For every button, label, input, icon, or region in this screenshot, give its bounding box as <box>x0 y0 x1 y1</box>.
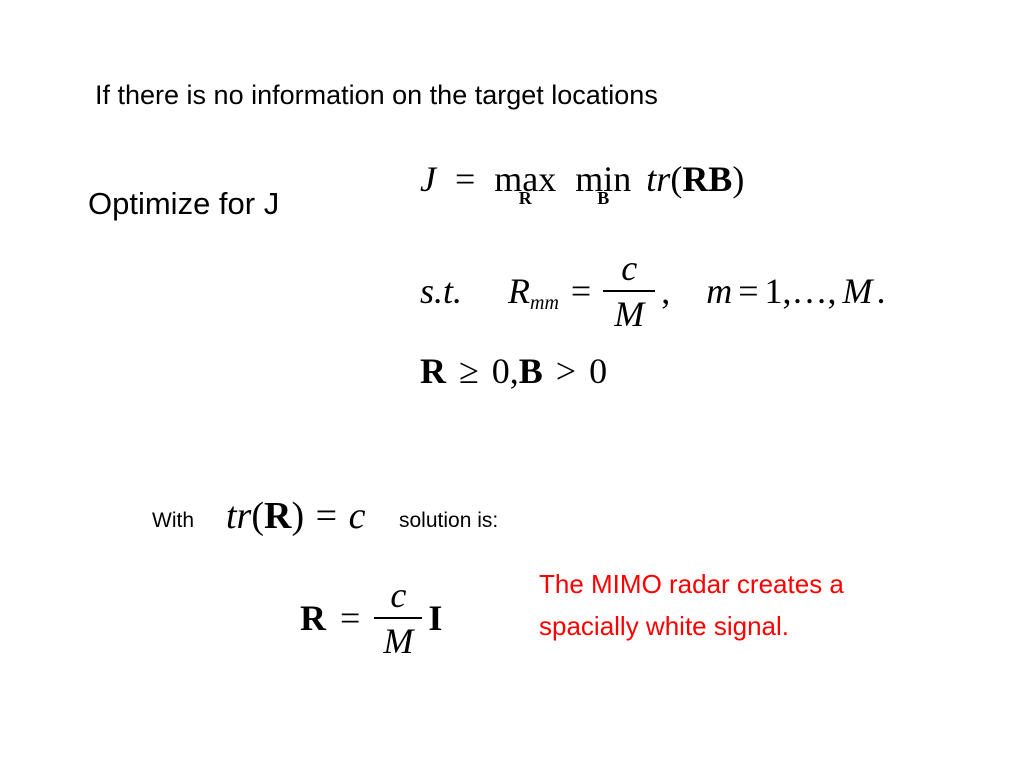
sol-R: R <box>300 598 326 638</box>
eq2-comma: , <box>661 271 671 311</box>
eq3-R: R <box>420 351 446 391</box>
objective-equation: J = max R min B tr(RB) <box>420 158 745 208</box>
positivity-equation: R ≥ 0,B > 0 <box>420 350 607 392</box>
eq2-equals: = <box>570 271 592 311</box>
sol-numerator: c <box>390 575 407 615</box>
eq2-numerator: c <box>621 248 638 288</box>
eq2-R-subscript: mm <box>530 291 559 314</box>
eq2-m: m <box>706 271 733 311</box>
eq1-equals: = <box>454 159 476 199</box>
eq1-trace: tr <box>646 159 671 199</box>
sol-fraction: c M <box>374 575 423 661</box>
with-equals: = <box>315 495 338 537</box>
with-c: c <box>348 495 366 537</box>
eq2-equals2: = <box>738 271 759 311</box>
solution-label: solution is: <box>399 509 499 532</box>
slide-heading: If there is no information on the target… <box>95 80 658 110</box>
eq2-range: 1,…, <box>764 271 837 311</box>
sol-equals: = <box>340 598 361 638</box>
max-text: max <box>494 159 557 199</box>
eq1-close-paren: ) <box>732 159 745 199</box>
sol-denominator: M <box>383 621 414 661</box>
mimo-note-line2: spacially white signal. <box>539 611 790 641</box>
eq2-fraction-bar <box>603 290 656 292</box>
with-label: With <box>152 509 194 532</box>
eq2-R: R <box>508 271 531 311</box>
eq2-fraction: c M <box>603 248 656 334</box>
with-close-paren: ) <box>291 495 305 537</box>
sol-I: I <box>428 598 443 638</box>
eq3-geq: ≥ <box>459 351 479 391</box>
max-subscript: R <box>518 188 532 208</box>
eq2-M: M <box>842 271 873 311</box>
eq3-B: B <box>518 351 543 391</box>
with-R: R <box>264 495 292 537</box>
eq3-gt: > <box>555 351 577 391</box>
optimize-label: Optimize for J <box>88 186 280 221</box>
eq1-open-paren: ( <box>670 159 683 199</box>
max-operator: max R <box>494 158 557 208</box>
with-open-paren: ( <box>251 495 265 537</box>
min-text: min <box>575 159 632 199</box>
mimo-note: The MIMO radar creates a spacially white… <box>539 563 844 647</box>
eq3-zero1: 0, <box>491 351 519 391</box>
min-operator: min B <box>575 158 632 208</box>
min-subscript: B <box>597 188 610 208</box>
trace-condition-equation: tr(R) = c <box>226 494 365 538</box>
mimo-note-line1: The MIMO radar creates a <box>539 569 844 599</box>
eq1-arg: RB <box>682 159 733 199</box>
solution-equation: R = c M I <box>300 570 442 666</box>
eq2-denominator: M <box>614 294 645 334</box>
with-trace: tr <box>226 495 252 537</box>
sol-fraction-bar <box>374 617 423 619</box>
eq3-zero2: 0 <box>589 351 608 391</box>
eq1-lhs: J <box>420 159 436 199</box>
eq2-period: . <box>876 271 886 311</box>
eq2-st: s.t. <box>420 271 463 311</box>
